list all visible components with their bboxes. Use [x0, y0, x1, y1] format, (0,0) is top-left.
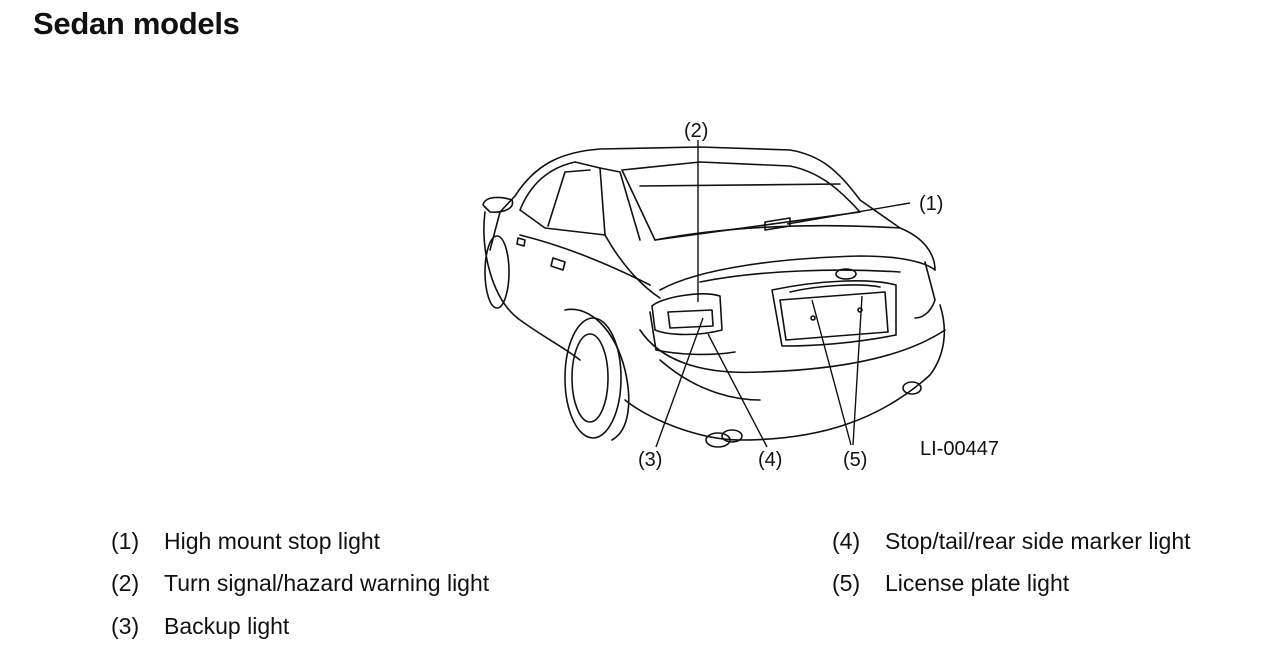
callout-3: (3)	[638, 449, 662, 471]
legend-number: (4)	[832, 528, 861, 554]
legend-label: License plate light	[885, 570, 1070, 596]
callout-4: (4)	[758, 449, 782, 471]
leader-lines	[655, 140, 911, 448]
leader-line-3	[655, 317, 704, 448]
legend-number: (2)	[111, 570, 140, 596]
legend-number: (5)	[832, 570, 861, 596]
callout-1: (1)	[919, 193, 943, 215]
leader-line-1	[786, 202, 911, 225]
legend-label: High mount stop light	[164, 528, 381, 554]
legend-number: (3)	[111, 613, 140, 639]
legend-label: Stop/tail/rear side marker light	[885, 528, 1191, 554]
legend-label: Backup light	[164, 613, 290, 639]
legend-left: (1) High mount stop light (2) Turn signa…	[111, 527, 631, 647]
leader-line-5a	[811, 299, 852, 446]
leader-line-5b	[852, 295, 863, 446]
legend-label: Turn signal/hazard warning light	[164, 570, 490, 596]
figure-id: LI-00447	[920, 438, 999, 460]
car-illustration	[482, 146, 946, 448]
page-title: Sedan models	[33, 6, 240, 41]
callout-2: (2)	[684, 120, 708, 142]
legend-right: (4) Stop/tail/rear side marker light (5)…	[832, 527, 1252, 607]
callout-5: (5)	[843, 449, 867, 471]
legend-number: (1)	[111, 528, 140, 554]
leader-line-4	[707, 333, 768, 448]
